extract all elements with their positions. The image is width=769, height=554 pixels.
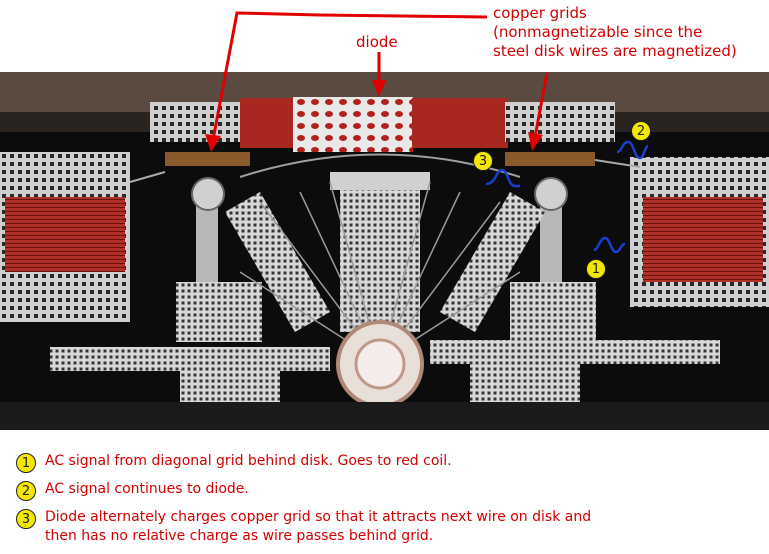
legend-text-1: AC signal from diagonal grid behind disk… bbox=[45, 453, 452, 469]
central-column bbox=[340, 182, 420, 332]
right-copper-grid bbox=[505, 152, 595, 166]
diode-label: diode bbox=[356, 33, 398, 51]
copper-grids-line-3: steel disk wires are magnetized) bbox=[493, 42, 737, 60]
marker-1-badge: 1 bbox=[586, 259, 606, 279]
legend-badge-3: 3 bbox=[16, 509, 36, 529]
copper-grids-line-2: (nonmagnetizable since the bbox=[493, 23, 703, 41]
legend: 1 AC signal from diagonal grid behind di… bbox=[16, 452, 756, 553]
legend-badge-1: 1 bbox=[16, 453, 36, 473]
legend-text-3-line-1: Diode alternately charges copper grid so… bbox=[45, 509, 592, 525]
right-spring bbox=[540, 192, 562, 292]
legend-item: 3 Diode alternately charges copper grid … bbox=[16, 508, 756, 546]
lower-right-grid bbox=[430, 340, 720, 364]
legend-item: 1 AC signal from diagonal grid behind di… bbox=[16, 452, 756, 473]
right-red-coil bbox=[643, 197, 763, 282]
left-spring bbox=[196, 192, 218, 292]
marker-2-badge: 2 bbox=[631, 121, 651, 141]
legend-item: 2 AC signal continues to diode. bbox=[16, 480, 756, 501]
left-copper-grid bbox=[165, 152, 250, 166]
diode-right-body bbox=[412, 98, 508, 148]
legend-text-3-line-2: then has no relative charge as wire pass… bbox=[45, 528, 434, 544]
apparatus-illustration bbox=[0, 72, 769, 430]
right-box-grid bbox=[510, 282, 596, 342]
right-diagonal-grid bbox=[440, 192, 545, 332]
diode-center bbox=[293, 97, 413, 152]
copper-grids-label: copper grids (nonmagnetizable since the … bbox=[493, 4, 737, 61]
left-box-grid bbox=[176, 282, 262, 342]
left-red-coil bbox=[5, 197, 125, 272]
marker-3-badge: 3 bbox=[473, 151, 493, 171]
left-end-grid bbox=[150, 102, 250, 142]
left-diagonal-grid bbox=[225, 192, 330, 332]
legend-text-2: AC signal continues to diode. bbox=[45, 481, 249, 497]
apparatus-photo bbox=[0, 72, 769, 430]
right-end-grid bbox=[505, 102, 615, 142]
copper-grids-line-1: copper grids bbox=[493, 4, 587, 22]
diode-left-body bbox=[240, 98, 300, 148]
legend-badge-2: 2 bbox=[16, 481, 36, 501]
